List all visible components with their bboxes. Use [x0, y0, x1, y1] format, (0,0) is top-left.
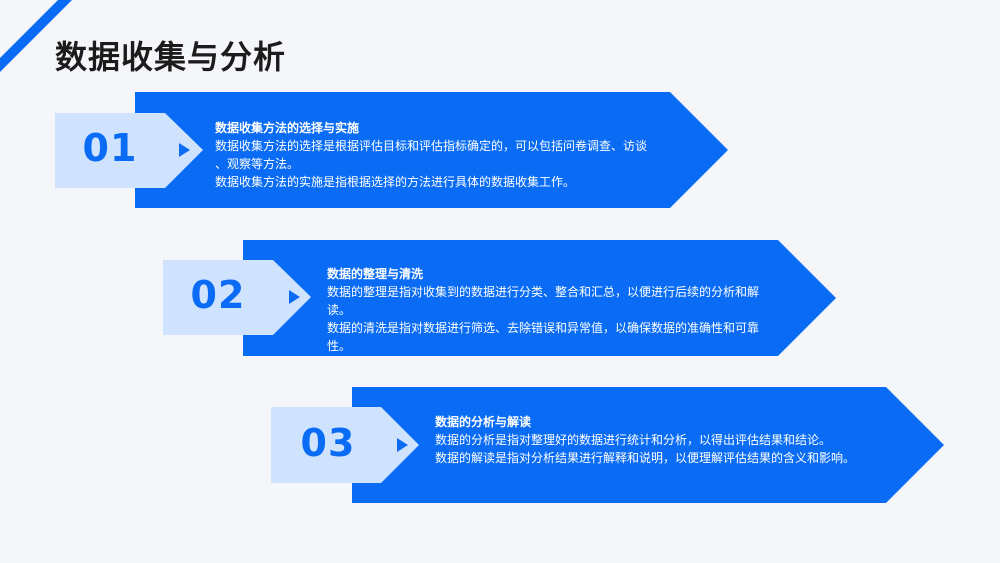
step-3-play-icon [397, 438, 408, 452]
step-2-line-1: 数据的整理是指对收集到的数据进行分类、整合和汇总，以便进行后续的分析和解 [327, 285, 760, 299]
corner-stripe-shape [0, 0, 72, 72]
step-1-content: 数据收集方法的选择与实施 数据收集方法的选择是根据评估目标和评估指标确定的，可以… [215, 119, 675, 191]
step-3-heading: 数据的分析与解读 [435, 415, 532, 429]
step-2-line-2: 读。 [327, 303, 352, 317]
step-2-heading: 数据的整理与清洗 [327, 267, 424, 281]
corner-decoration [0, 0, 80, 80]
step-3-content: 数据的分析与解读 数据的分析是指对整理好的数据进行统计和分析，以得出评估结果和结… [435, 413, 895, 467]
step-2-play-icon [289, 290, 300, 304]
step-3-number: 03 [300, 421, 356, 465]
step-2-number: 02 [190, 273, 246, 317]
step-2-line-4: 性。 [327, 339, 352, 353]
step-2-content: 数据的整理与清洗 数据的整理是指对收集到的数据进行分类、整合和汇总，以便进行后续… [327, 265, 777, 355]
step-1-line-2: 、观察等方法。 [215, 157, 300, 171]
step-1-line-1: 数据收集方法的选择是根据评估目标和评估指标确定的，可以包括问卷调查、访谈 [215, 139, 648, 153]
step-1-number: 01 [82, 126, 138, 170]
step-3-line-1: 数据的分析是指对整理好的数据进行统计和分析，以得出评估结果和结论。 [435, 433, 832, 447]
step-1-line-3: 数据收集方法的实施是指根据选择的方法进行具体的数据收集工作。 [215, 175, 576, 189]
step-2-line-3: 数据的清洗是指对数据进行筛选、去除错误和异常值，以确保数据的准确性和可靠 [327, 321, 760, 335]
step-1-play-icon [179, 143, 190, 157]
page-title: 数据收集与分析 [55, 38, 287, 76]
step-1-heading: 数据收集方法的选择与实施 [215, 121, 360, 135]
step-3-line-2: 数据的解读是指对分析结果进行解释和说明，以便理解评估结果的含义和影响。 [435, 451, 856, 465]
